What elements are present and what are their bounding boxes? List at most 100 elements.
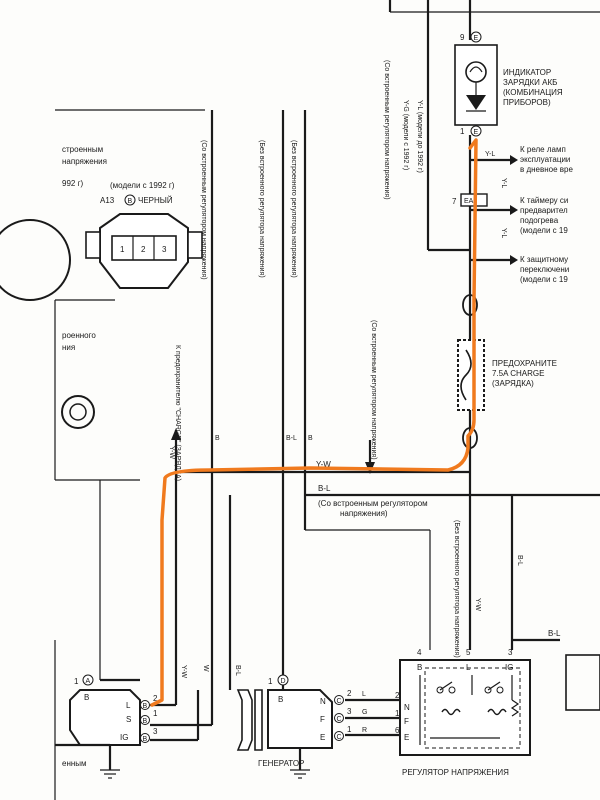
- regulator-pin-e: 6: [395, 726, 400, 735]
- left-text-2: напряжения: [62, 157, 107, 166]
- wire-bl-lower: B-L: [234, 665, 241, 676]
- regulator-pin-b: 4: [417, 648, 422, 657]
- indicator-title-1: ИНДИКАТОР: [503, 68, 551, 77]
- branch-2-line-3: подогрева: [520, 216, 559, 225]
- alt-left-badge-s: B: [143, 718, 148, 725]
- branch-3-line-2: переключени: [520, 265, 569, 274]
- generator: 1 D B N F E C C C 2 3 1 L G R ГЕНЕРАТОР: [236, 674, 367, 779]
- generator-wire-r: R: [362, 727, 367, 734]
- alternator-left: 1 A B L S IG B B B 2 1 3 енным: [55, 674, 158, 779]
- alt-left-pin-s: 1: [153, 709, 158, 718]
- alt-left-pin-top-badge: A: [86, 678, 91, 685]
- fuse-label-2: 7.5A CHARGE: [492, 369, 544, 378]
- highlight-trace: [150, 138, 478, 707]
- branch-3-line-3: (модели с 19: [520, 275, 568, 284]
- generator-badge-e: C: [337, 734, 342, 741]
- left-fragment: строенным напряжения 992 г) роенного ния: [0, 109, 205, 800]
- connector-a13-pin-3: 3: [162, 245, 167, 254]
- alt-left-pin-top: 1: [74, 677, 79, 686]
- connector-a13: (модели с 1992 г) A13 B ЧЕРНЫЙ 1 2 3: [85, 181, 203, 289]
- wire-bl-right: B-L: [516, 555, 523, 566]
- alt-left-label-b: B: [84, 693, 89, 702]
- charge-indicator: 9 E 1 E ИНДИКАТОР ЗАРЯДКИ АКБ (КОМБИНАЦИ…: [454, 31, 563, 137]
- left-text-4: роенного: [62, 331, 96, 340]
- wire-b-left: B: [215, 435, 220, 442]
- connector-a13-badge: B: [128, 198, 133, 205]
- regulator-label-f: F: [404, 717, 409, 726]
- left-text-3: 992 г): [62, 179, 83, 188]
- alt-left-badge-ig: B: [143, 736, 148, 743]
- note-with-regulator-mid: (Со встроенным регулятором напряжения): [370, 320, 377, 460]
- note-without-regulator-2: (Без встроенного регулятора напряжения): [290, 140, 297, 278]
- voltage-regulator: 4 5 3 B L IG 2 1 6 N F E РЕГУЛЯТОР НАПРЯ…: [395, 648, 600, 777]
- generator-badge-f: C: [337, 716, 342, 723]
- alt-left-pin-l: 2: [153, 694, 158, 703]
- generator-label-e: E: [320, 733, 325, 742]
- wire-w-lower: W: [202, 665, 209, 672]
- alt-left-badge-l: B: [143, 703, 148, 710]
- regulator-caption: РЕГУЛЯТОР НАПРЯЖЕНИЯ: [402, 768, 509, 777]
- indicator-pin-top: 9: [460, 33, 465, 42]
- generator-label-n: N: [320, 697, 326, 706]
- right-branches: Y-L Y-L Y-L 7 EA1 К реле ламп эксплуатац…: [452, 145, 573, 284]
- wire-yw-horizontal: Y-W: [316, 460, 331, 469]
- indicator-title-3: (КОМБИНАЦИЯ: [503, 88, 563, 97]
- wire-b-mid: B: [308, 435, 313, 442]
- branch-1-line-2: эксплуатации: [520, 155, 570, 164]
- regulator-label-b: B: [417, 663, 422, 672]
- branch-2-line-4: (модели с 19: [520, 226, 568, 235]
- note-yg-from-1992: Y-G (модели с 1992 г): [402, 100, 409, 170]
- wire-bl-horizontal: B-L: [318, 484, 331, 493]
- alt-left-label-l: L: [126, 701, 131, 710]
- branch-1-line-1: К реле ламп: [520, 145, 566, 154]
- generator-pin-top-badge: D: [281, 678, 286, 685]
- branch-wire-1: Y-L: [485, 151, 495, 158]
- connector-ea1-pin: 7: [452, 197, 457, 206]
- alt-left-footer: енным: [62, 759, 87, 768]
- connector-a13-models: (модели с 1992 г): [110, 181, 175, 190]
- regulator-label-l: L: [466, 663, 471, 672]
- regulator-pin-n: 2: [395, 691, 400, 700]
- generator-pin-e: 1: [347, 725, 352, 734]
- note-without-regulator: (Без встроенного регулятора напряжения): [258, 140, 265, 278]
- regulator-pin-f: 1: [395, 709, 400, 718]
- connector-a13-pin-1: 1: [120, 245, 125, 254]
- wire-yw-lower: Y-W: [180, 665, 187, 678]
- branch-wire-3: Y-L: [500, 228, 507, 238]
- note-with-reg-horizontal: (Со встроенным регулятором: [318, 499, 428, 508]
- connector-a13-pin-2: 2: [141, 245, 146, 254]
- generator-label-b: B: [278, 695, 283, 704]
- generator-badge-n: C: [337, 698, 342, 705]
- regulator-label-e: E: [404, 733, 409, 742]
- branch-1-line-3: в дневное вре: [520, 165, 573, 174]
- generator-pin-f: 3: [347, 707, 352, 716]
- note-without-regulator-right: (Без встроенного регулятора напряжения): [453, 520, 460, 658]
- connector-a13-id: A13: [100, 196, 115, 205]
- left-text-1: строенным: [62, 145, 103, 154]
- connector-a13-color: ЧЕРНЫЙ: [138, 196, 173, 205]
- wire-yw-right: Y-W: [474, 598, 481, 611]
- alt-left-label-ig: IG: [120, 733, 128, 742]
- regulator-label-ig: IG: [505, 663, 513, 672]
- alt-left-pin-ig: 3: [153, 727, 158, 736]
- alt-left-label-s: S: [126, 715, 131, 724]
- indicator-title-2: ЗАРЯДКИ АКБ: [503, 78, 557, 87]
- note-to-charge-fuse: К предохранителю "CHARGE" (ЗАРЯДКА): [174, 345, 181, 481]
- branch-2-line-2: предварител: [520, 206, 568, 215]
- note-with-regulator: (Со встроенным регулятором напряжения): [200, 140, 207, 280]
- left-text-5: ния: [62, 343, 75, 352]
- regulator-pin-l: 5: [466, 648, 471, 657]
- connector-ea1-id: EA1: [464, 198, 477, 205]
- indicator-title-4: ПРИБОРОВ): [503, 98, 551, 107]
- generator-pin-n: 2: [347, 689, 352, 698]
- generator-caption: ГЕНЕРАТОР: [258, 759, 304, 768]
- wire-bl-far-right: B-L: [548, 629, 561, 638]
- indicator-pin-bottom-badge: E: [474, 129, 479, 136]
- wire-yw-vertical: Y-W: [168, 446, 175, 459]
- note-with-reg-horizontal-2: напряжения): [340, 509, 388, 518]
- generator-label-f: F: [320, 715, 325, 724]
- indicator-pin-top-badge: E: [474, 35, 479, 42]
- branch-2-line-1: К таймеру си: [520, 196, 568, 205]
- fuse-label-1: ПРЕДОХРАНИТЕ: [492, 359, 557, 368]
